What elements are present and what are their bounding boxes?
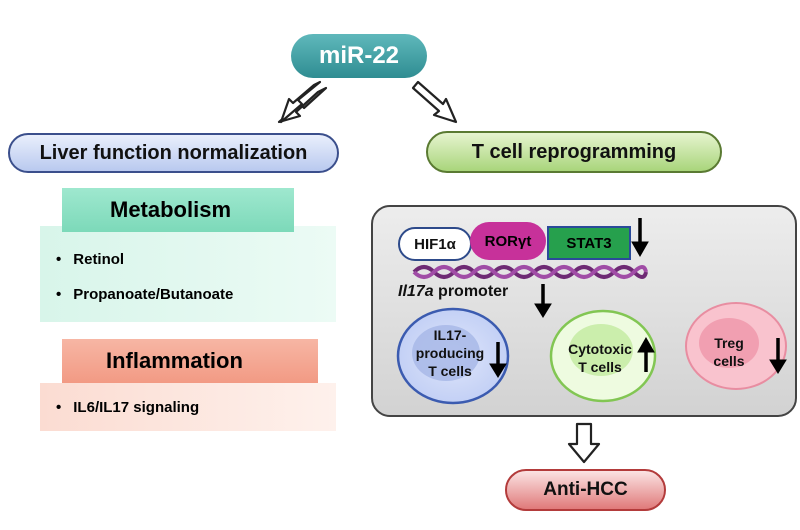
il17a-promoter-label: Il17a promoter — [398, 283, 508, 301]
dna-helix-icon — [412, 265, 648, 279]
anti-hcc-node: Anti-HCC — [505, 469, 666, 511]
rorgt-node: RORγt — [470, 222, 546, 260]
inflammation-header: Inflammation — [62, 339, 318, 383]
il17a-gene: Il17a — [398, 283, 434, 300]
metabolism-item-0: •Retinol — [56, 251, 125, 268]
anti-hcc-label: Anti-HCC — [543, 479, 628, 500]
mir22-label: miR-22 — [318, 42, 400, 69]
promoter-suffix: promoter — [433, 283, 509, 300]
metabolism-items-panel: •Retinol •Propanoate/Butanoate — [40, 226, 336, 322]
metabolism-header: Metabolism — [62, 188, 294, 232]
inflammation-label: Inflammation — [106, 348, 243, 373]
cytotoxic-t-cell — [549, 309, 657, 403]
metabolism-label: Metabolism — [110, 197, 232, 222]
il17-cell-label: IL17- producing T cells — [415, 327, 485, 379]
inflammation-item-0: •IL6/IL17 signaling — [56, 399, 200, 416]
cytotoxic-cell-label: Cytotoxic T cells — [568, 341, 632, 375]
inflammation-items-panel: •IL6/IL17 signaling — [40, 383, 336, 431]
treg-down-arrow-icon — [769, 338, 787, 374]
hif1a-node: HIF1α — [398, 227, 472, 261]
metabolism-item-1: •Propanoate/Butanoate — [56, 286, 234, 303]
promoter-down-arrow-icon — [534, 284, 552, 318]
rorgt-label: RORγt — [484, 232, 532, 250]
cytotoxic-up-arrow-icon — [637, 336, 655, 372]
tcell-reprogramming-header: T cell reprogramming — [426, 131, 722, 173]
treg-cell-label: Treg cells — [713, 335, 745, 369]
mir22-node: miR-22 — [291, 34, 427, 78]
arrow-to-anti-hcc-icon — [567, 422, 601, 464]
arrow-to-tcell-icon — [411, 80, 458, 124]
liver-function-label: Liver function normalization — [39, 141, 308, 164]
stat3-down-arrow-icon — [631, 218, 649, 258]
stat3-node: STAT3 — [547, 226, 631, 260]
arrow-to-liver-icon — [277, 80, 328, 124]
treg-cell — [685, 302, 787, 390]
hif1a-label: HIF1α — [414, 235, 456, 253]
tcell-reprogramming-label: T cell reprogramming — [471, 140, 677, 163]
stat3-label: STAT3 — [566, 234, 612, 252]
liver-function-header: Liver function normalization — [8, 133, 339, 173]
il17-t-cell — [396, 307, 510, 405]
il17-cell-down-arrow-icon — [489, 342, 507, 378]
